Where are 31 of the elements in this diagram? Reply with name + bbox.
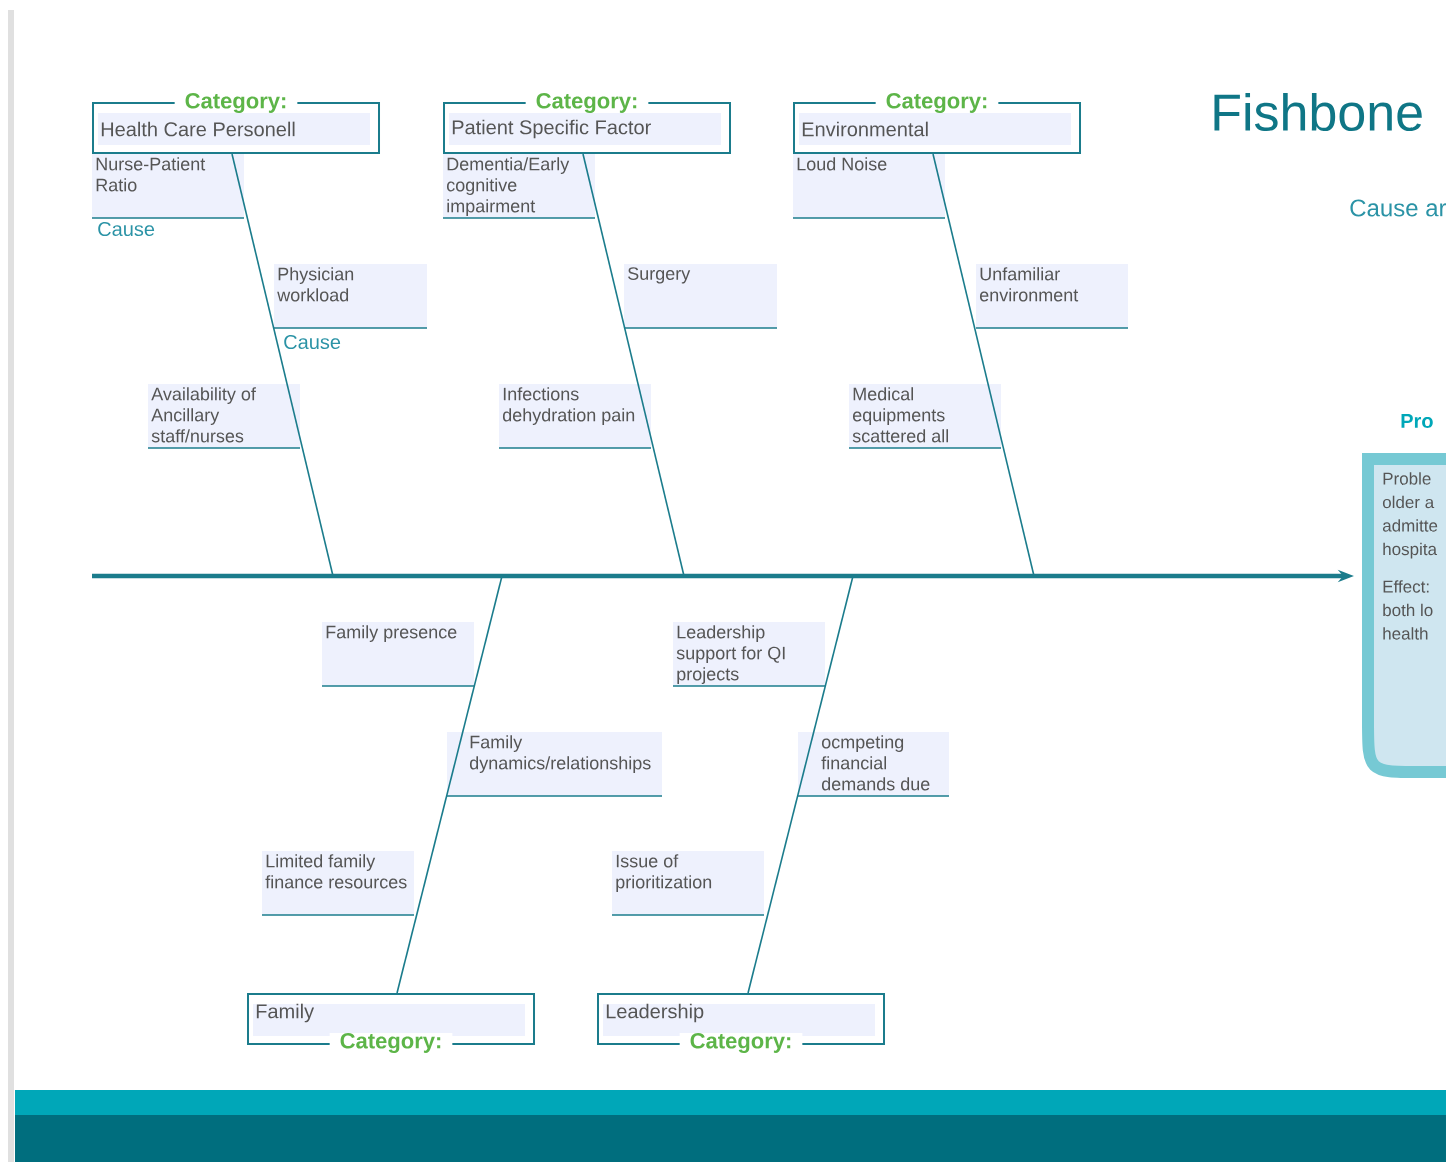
cause-box: Medical equipments scattered all [848, 384, 1002, 449]
cause-box: Leadership support for QI projects [672, 622, 826, 687]
bone-line [747, 575, 854, 994]
bone-line [932, 153, 1035, 577]
subtitle: Cause ar [1350, 199, 1446, 217]
cause-label: Cause [98, 221, 155, 237]
cause-box: Unfamiliar environment [975, 264, 1129, 329]
cause-box: Issue of prioritization [611, 851, 765, 916]
bone-line [396, 575, 503, 994]
category-box: Category: Health Care Personell [92, 93, 380, 154]
cause-box: Limited family finance resources [261, 851, 415, 916]
category-box: Leadership Category: [597, 993, 885, 1053]
category-box: Category: Patient Specific Factor [443, 93, 731, 154]
bone-line [582, 153, 685, 577]
cause-box: Family dynamics/relationships [446, 732, 663, 797]
cause-label: Cause [284, 334, 341, 350]
category-box: Category: Environmental [793, 93, 1081, 154]
cause-box: Physician workload [273, 264, 428, 329]
cause-box: ocmpeting financial demands due [797, 732, 950, 797]
bone-line [231, 153, 334, 577]
cause-box: Surgery [623, 264, 778, 329]
node-label: Pro [1401, 414, 1433, 428]
cause-box: Loud Noise [792, 154, 946, 219]
title: Fishbone [1214, 92, 1422, 132]
cause-box: Nurse-Patient Ratio [91, 154, 245, 219]
problem-box: Pro Proble older a admitte hospita Effect: both lo health [1362, 414, 1446, 778]
cause-box: Family presence [321, 622, 475, 687]
category-box: Family Category: [247, 993, 535, 1053]
cause-box: Availability of Ancillary staff/nurses [147, 384, 301, 449]
cause-box: Dementia/Early cognitive impairment [442, 154, 596, 219]
cause-box: Infections dehydration pain [498, 384, 652, 449]
